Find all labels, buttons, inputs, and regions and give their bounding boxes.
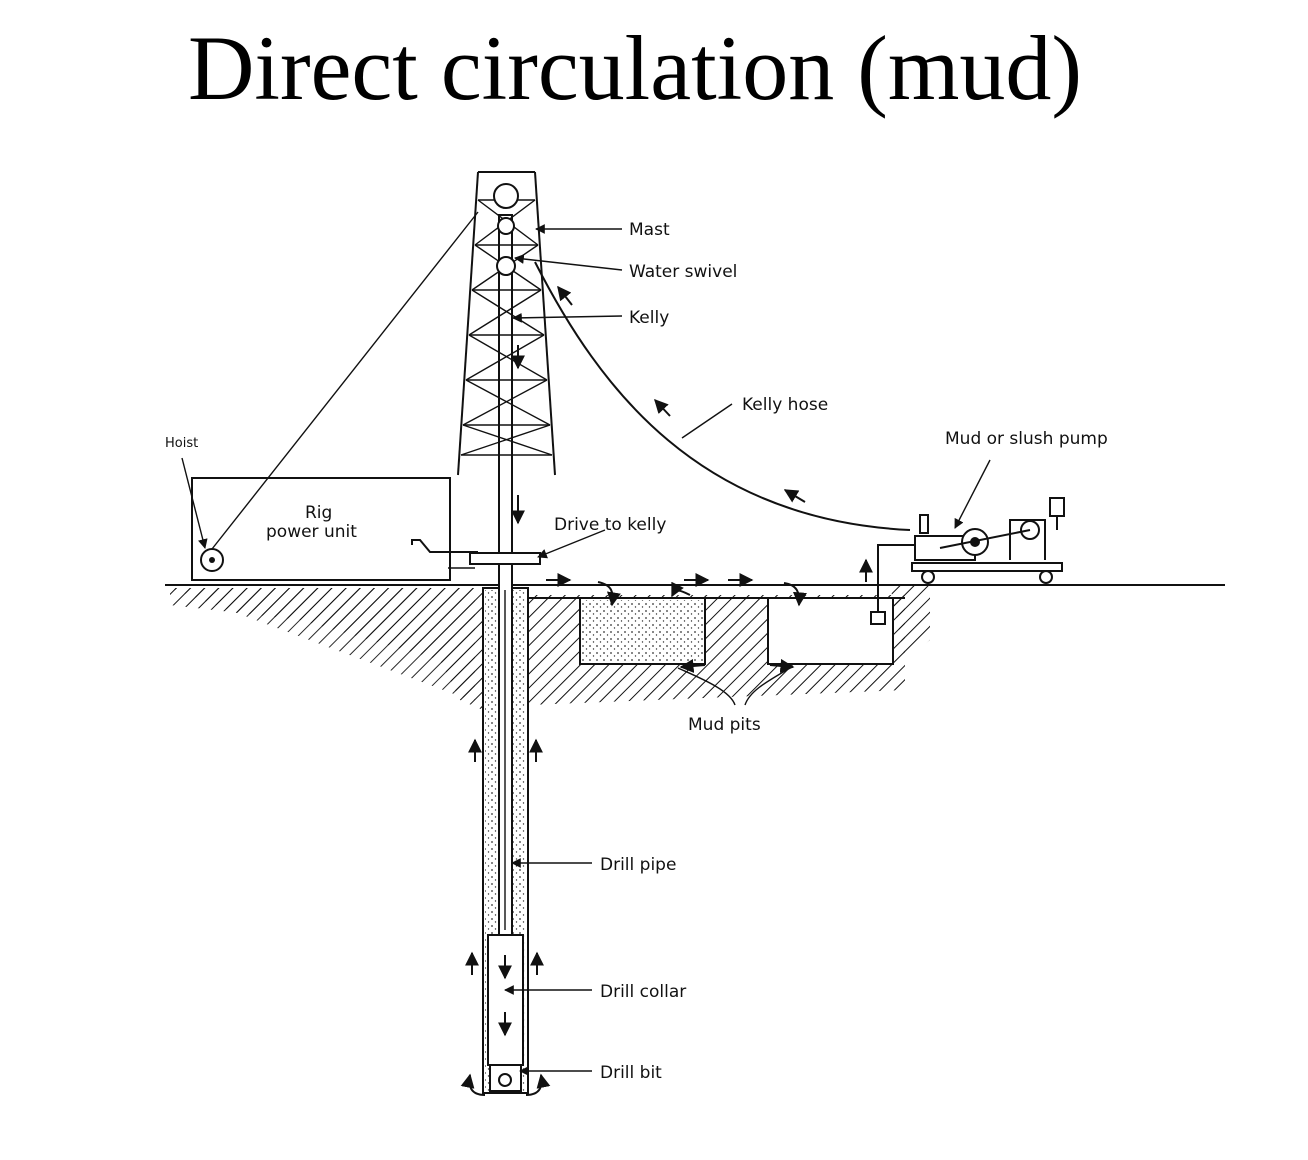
drill-collar <box>487 934 524 1066</box>
label-drill-bit: Drill bit <box>600 1063 662 1083</box>
label-hoist: Hoist <box>165 436 198 451</box>
drill-string <box>487 214 524 1092</box>
label-drill-pipe: Drill pipe <box>600 855 676 875</box>
rig-power-unit <box>191 211 541 581</box>
label-kelly: Kelly <box>629 308 669 328</box>
mud-pits <box>528 597 905 665</box>
water-swivel <box>497 217 515 235</box>
mast <box>457 171 556 476</box>
label-mud-pump: Mud or slush pump <box>945 429 1108 449</box>
hoist-cable <box>211 211 479 550</box>
label-drill-collar: Drill collar <box>600 982 686 1002</box>
label-drive-to-kelly: Drive to kelly <box>554 515 666 535</box>
label-mast: Mast <box>629 220 670 240</box>
page-title: Direct circulation (mud) <box>187 17 1083 119</box>
drill-bit <box>489 1064 522 1092</box>
label-rig-line1: Rig <box>305 503 332 523</box>
leader-lines <box>181 224 991 1076</box>
label-mud-pits: Mud pits <box>688 715 761 735</box>
label-water-swivel: Water swivel <box>629 262 737 282</box>
rotary-table <box>469 552 541 565</box>
mud-pump <box>870 497 1065 625</box>
label-rig-line2: power unit <box>266 522 357 542</box>
kelly-hose <box>534 261 911 531</box>
label-kelly-hose: Kelly hose <box>742 395 828 415</box>
flow-arrows <box>460 285 873 1096</box>
